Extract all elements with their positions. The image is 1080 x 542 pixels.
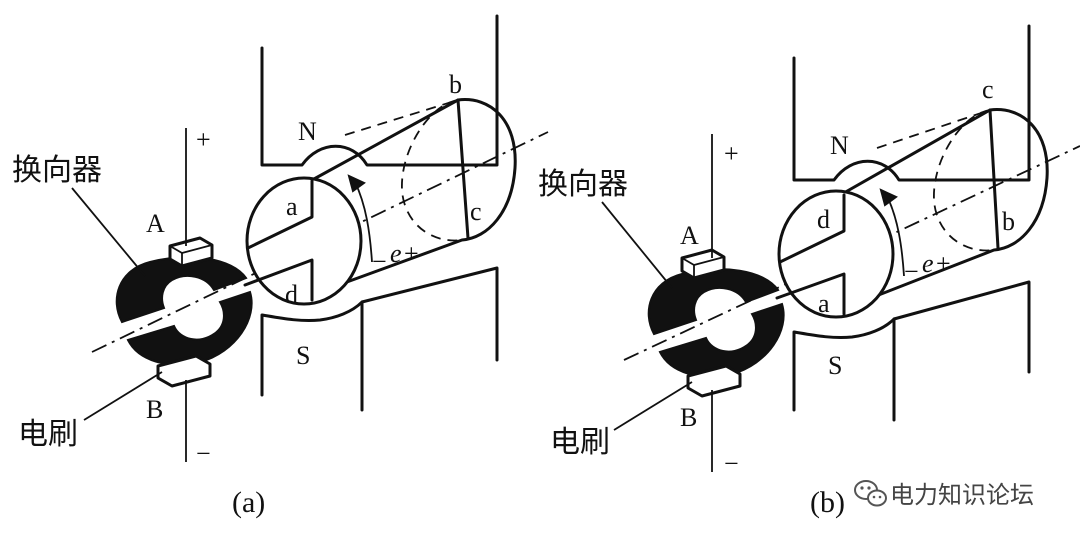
caption-b: (b) [810, 486, 845, 519]
label-emf-sign-a: + [404, 239, 419, 268]
label-north-b: N [830, 131, 849, 160]
watermark: 电力知识论坛 [854, 480, 1034, 509]
north-pole-a [260, 14, 499, 167]
label-coil-front-top-a: a [286, 192, 298, 221]
south-pole-b [792, 280, 1031, 422]
brush-a-top [168, 236, 214, 268]
rotation-arc-b [886, 195, 905, 277]
label-minus-b: − [724, 449, 739, 478]
label-brush-bottom-a: B [146, 395, 163, 424]
label-coil-front-top-b: d [817, 205, 830, 234]
label-brush-b: 电刷 [550, 425, 610, 460]
north-pole-b [792, 24, 1031, 182]
label-plus-a: + [196, 125, 211, 154]
brush-b-bottom-b [686, 364, 742, 398]
label-coil-front-bottom-b: a [818, 289, 830, 318]
wechat-icon [854, 480, 887, 507]
label-coil-back-bottom-a: c [470, 197, 482, 226]
label-coil-back-bottom-b: b [1002, 207, 1015, 236]
upper-dashed-b [876, 109, 991, 149]
armature-cylinder-b [833, 108, 1049, 314]
label-coil-back-top-a: b [449, 70, 462, 99]
commutator-segment-upper-b [647, 268, 780, 336]
label-brush-top-b: A [680, 221, 699, 250]
label-south-a: S [296, 341, 310, 370]
caption-a: (a) [232, 486, 265, 519]
coil-side-cb-b [988, 108, 1000, 250]
commutator-segment-upper-a [115, 256, 248, 324]
conductor-d [243, 258, 314, 302]
upper-dashed-a [344, 99, 459, 136]
label-minus-a: − [196, 439, 211, 468]
label-emf-symbol-a: e [390, 239, 402, 268]
leader-commutator-b [601, 201, 673, 289]
label-emf-sign-b: + [936, 249, 951, 278]
label-commutator-b: 换向器 [538, 167, 628, 202]
label-brush-top-a: A [146, 209, 165, 238]
commutator-a [115, 256, 253, 366]
coil-side-bc-a [456, 98, 470, 240]
label-coil-front-bottom-a: d [285, 280, 298, 309]
panel-b: 换向器 电刷 A B + − N S d a c b − e + (b) [538, 24, 1080, 519]
leader-brush-b [613, 381, 693, 431]
rotation-arrowhead-b [879, 188, 898, 207]
rotation-arrowhead-a [347, 174, 366, 193]
label-emf-dash-a: − [372, 247, 387, 276]
conductor-d-b [778, 193, 846, 264]
label-commutator-a: 换向器 [12, 153, 102, 188]
back-ellipse-a [401, 99, 463, 242]
back-ellipse-b [933, 109, 995, 252]
label-south-b: S [828, 351, 842, 380]
armature-cylinder-a [301, 98, 517, 300]
watermark-text: 电力知识论坛 [890, 481, 1034, 509]
label-coil-back-top-b: c [982, 75, 994, 104]
brush-b-bottom [156, 354, 212, 388]
conductor-a-b [775, 272, 846, 316]
panel-a: 换向器 电刷 A B + − N S a d b c − e + (a) [12, 14, 549, 519]
conductor-a [246, 179, 314, 250]
south-pole-a [260, 266, 499, 412]
rotation-arc-a [354, 181, 373, 263]
label-emf-symbol-b: e [922, 249, 934, 278]
leader-commutator-a [71, 187, 146, 277]
label-brush-a: 电刷 [18, 417, 78, 452]
label-plus-b: + [724, 139, 739, 168]
leader-brush-a [83, 371, 163, 421]
label-brush-bottom-b: B [680, 403, 697, 432]
label-emf-dash-b: − [904, 257, 919, 286]
label-north-a: N [298, 117, 317, 146]
